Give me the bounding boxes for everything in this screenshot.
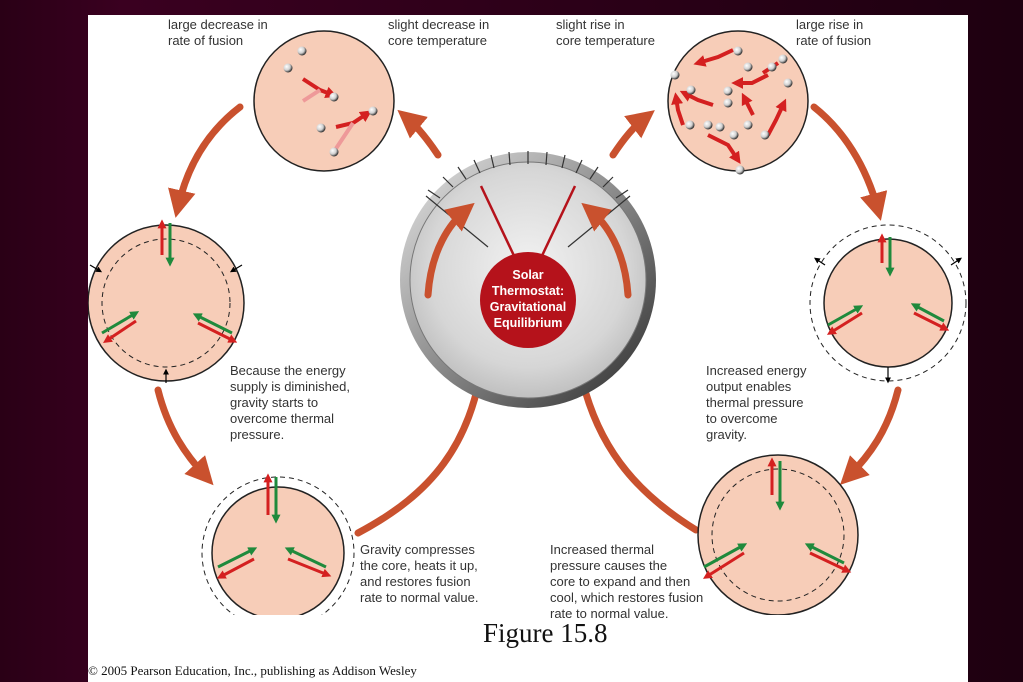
thermostat-line3: Gravitational xyxy=(490,300,566,314)
label-slight-rise: slight rise in core temperature xyxy=(556,17,655,48)
gravity-arrow-icon xyxy=(910,303,945,323)
panel-core-bottom-right xyxy=(697,454,859,615)
gravity-arrow-icon xyxy=(284,547,327,569)
slide: Solar Thermostat: Gravitational Equilibr… xyxy=(88,15,968,682)
gravity-arrow-icon xyxy=(217,547,258,569)
fusion-particle-icon xyxy=(670,46,793,175)
panel-fusion-increase xyxy=(667,30,809,175)
thermostat-line4: Equilibrium xyxy=(494,316,563,330)
label-large-rise: large rise in rate of fusion xyxy=(796,17,872,48)
thermostat-line1: Solar xyxy=(512,268,543,282)
cycle-arrow-right-down xyxy=(810,103,888,221)
panel-core-bottom-left xyxy=(201,473,355,615)
gravity-arrow-icon xyxy=(192,313,233,335)
thermostat-line2: Thermostat: xyxy=(492,284,564,298)
thermostat-dial: Solar Thermostat: Gravitational Equilibr… xyxy=(400,151,656,408)
pressure-arrow-icon xyxy=(809,551,852,573)
solar-thermostat-diagram: Solar Thermostat: Gravitational Equilibr… xyxy=(88,30,967,615)
pressure-arrow-icon xyxy=(197,321,238,343)
pressure-arrow-icon xyxy=(826,311,863,335)
thermostat-badge xyxy=(480,252,576,348)
fusion-particle-icon xyxy=(283,46,378,157)
label-pressure-expands: Increased thermal pressure causes the co… xyxy=(550,542,704,621)
cycle-arrow-right-lower xyxy=(840,386,902,485)
copyright-notice: © 2005 Pearson Education, Inc., publishi… xyxy=(88,663,417,678)
gravity-arrow-icon xyxy=(703,543,748,569)
label-energy-increased: Increased energy output enables thermal … xyxy=(706,363,807,442)
label-gravity-compresses: Gravity compresses the core, heats it up… xyxy=(360,542,479,605)
gauge-needle-icon xyxy=(479,185,518,261)
pressure-arrow-icon xyxy=(287,557,332,578)
label-energy-diminished: Because the energy supply is diminished,… xyxy=(230,363,350,442)
panel-core-right-middle xyxy=(809,224,967,384)
cycle-arrow-to-right-top xyxy=(609,110,655,159)
label-slight-decrease: slight decrease in core temperature xyxy=(388,17,490,48)
pressure-arrow-icon xyxy=(913,311,950,331)
pressure-arrow-icon xyxy=(103,319,137,343)
panel-fusion-decrease xyxy=(253,30,395,172)
panel-core-left-middle xyxy=(88,219,245,383)
label-large-decrease: large decrease in rate of fusion xyxy=(168,17,268,48)
figure-caption: Figure 15.8 xyxy=(483,618,608,648)
dial-ticks xyxy=(427,151,629,199)
gravity-arrow-icon xyxy=(804,543,845,565)
cycle-arrow-left-down xyxy=(168,103,244,218)
cycle-arrow-to-left-top xyxy=(397,109,442,159)
gravity-arrow-icon xyxy=(827,305,864,327)
gravity-arrow-icon xyxy=(101,311,140,335)
cycle-arrow-left-lower xyxy=(154,386,214,486)
pressure-arrow-icon xyxy=(216,557,255,579)
gauge-needle-icon xyxy=(538,185,577,261)
pressure-arrow-icon xyxy=(702,551,745,579)
